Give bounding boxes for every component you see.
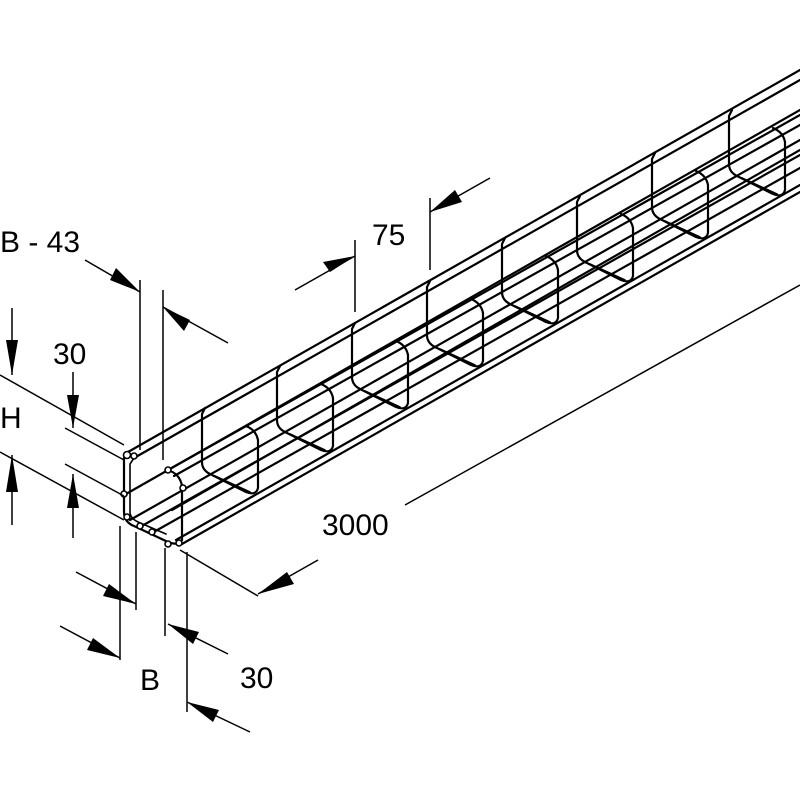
wire-mesh-cable-tray — [120, 68, 800, 548]
wire-right-top — [166, 113, 800, 472]
extension-line — [0, 374, 125, 446]
weld-node — [179, 484, 187, 492]
floor-rungs — [214, 177, 778, 493]
label-width: B — [140, 664, 160, 697]
cross-wire-4 — [425, 279, 485, 368]
weld-node — [136, 522, 144, 530]
floor-rung-5 — [514, 305, 551, 323]
arrow-head — [187, 702, 219, 722]
dimension-lines: B - 43 75 H — [0, 177, 800, 733]
label-height: H — [0, 402, 22, 435]
dimension-inner-width: B - 43 — [0, 226, 229, 460]
arrow-head — [87, 638, 120, 658]
cross-wire-2 — [275, 364, 335, 453]
weld-node — [130, 452, 138, 460]
dimension-width: B — [59, 526, 251, 733]
arrow-head — [163, 307, 190, 331]
weld-node — [122, 450, 132, 460]
wire-left-top — [126, 68, 800, 454]
arrow-head — [67, 395, 79, 428]
wire-left-top-2 — [132, 78, 800, 460]
arrow-head — [168, 624, 199, 644]
floor-rung-3 — [364, 390, 401, 408]
dimension-wire-side: 30 — [75, 532, 273, 695]
mesh-cross-wires — [200, 108, 787, 495]
weld-nodes — [120, 450, 187, 548]
dimension-length: 3000 — [179, 284, 800, 597]
label-length: 3000 — [322, 509, 389, 542]
extension-line — [64, 427, 125, 461]
wire-right-bottom — [174, 183, 800, 542]
label-inner-width: B - 43 — [0, 226, 80, 259]
wire-left-bottom — [128, 138, 800, 522]
floor-rung-6 — [589, 263, 626, 281]
end-frame-inner — [129, 457, 167, 535]
arrow-head — [67, 474, 79, 508]
arrow-head — [323, 256, 355, 272]
weld-node — [123, 513, 131, 521]
arrow-head — [6, 455, 18, 492]
dimension-leader — [404, 284, 800, 506]
cross-wire-8 — [727, 108, 787, 197]
floor-rung-4 — [439, 348, 476, 366]
wire-right-top-2 — [172, 123, 800, 478]
floor-rung-7 — [664, 220, 701, 238]
label-mesh-pitch: 75 — [372, 219, 405, 252]
label-wire-side: 30 — [240, 662, 273, 695]
weld-node — [175, 539, 183, 547]
weld-node — [164, 540, 172, 548]
dimension-height: H — [0, 308, 125, 525]
extension-line — [0, 451, 125, 521]
dimension-wire-height: 30 — [53, 338, 125, 538]
cross-wire-5 — [500, 236, 560, 325]
weld-node — [120, 490, 128, 498]
label-wire-height: 30 — [53, 338, 86, 371]
floor-rung-1 — [214, 475, 251, 493]
cross-wire-7 — [650, 151, 710, 240]
arrow-head — [6, 340, 18, 375]
arrow-head — [258, 572, 294, 594]
wire-floor-2 — [150, 166, 800, 535]
arrow-head — [110, 268, 140, 292]
dimension-mesh-pitch: 75 — [294, 177, 491, 312]
extension-line — [64, 463, 125, 497]
wire-floor-1 — [138, 153, 800, 529]
arrow-head — [103, 584, 136, 604]
floor-rung-8 — [741, 177, 778, 195]
wire-right-bottom-2 — [180, 190, 800, 546]
weld-node — [164, 466, 172, 474]
weld-node — [148, 528, 156, 536]
cross-wire-1 — [200, 406, 260, 495]
extension-line — [179, 549, 259, 597]
cross-wire-6 — [575, 194, 635, 283]
arrow-head — [430, 190, 462, 212]
floor-rung-2 — [289, 433, 326, 451]
cross-wire-3 — [350, 321, 410, 410]
